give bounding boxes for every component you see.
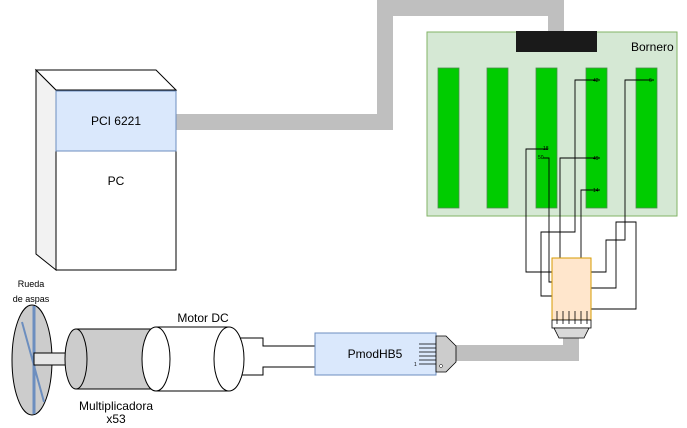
wheel-blade-diagonal bbox=[21, 321, 45, 403]
bornero-title: Bornero bbox=[631, 40, 674, 54]
pmod-plug-dot bbox=[439, 364, 443, 368]
connector-pin-header bbox=[551, 319, 592, 329]
motor-end-left bbox=[141, 326, 171, 392]
cable-pmod-to-connector bbox=[456, 334, 579, 361]
pmod-label: PmodHB5 bbox=[348, 347, 403, 361]
signal-wires bbox=[525, 79, 654, 310]
pc-label: PC bbox=[108, 174, 125, 188]
terminal-strip-1 bbox=[437, 67, 460, 209]
wire-pin-6 bbox=[591, 79, 654, 273]
gearbox-label-line2: x53 bbox=[106, 412, 126, 426]
gearbox-end-left bbox=[64, 328, 88, 390]
pin-label-14: 14 bbox=[593, 188, 599, 194]
pmodhb5: PmodHB5 1 bbox=[314, 332, 457, 376]
wheel-shaft bbox=[33, 352, 69, 366]
motor-leads bbox=[237, 337, 315, 376]
connector-plug bbox=[553, 327, 590, 339]
pin-label-50: 50 bbox=[538, 155, 544, 161]
pin-label-6: 6 bbox=[649, 78, 652, 84]
terminal-strip-5 bbox=[635, 67, 658, 209]
pmod-pin-lines bbox=[419, 343, 436, 365]
ribbon-connector bbox=[551, 257, 592, 339]
bornero-board: Bornero 42 6 18 50 49 14 bbox=[426, 31, 678, 217]
pci-card-label: PCI 6221 bbox=[91, 114, 141, 128]
wire-pin-14 bbox=[580, 189, 600, 258]
motor-label: Motor DC bbox=[177, 311, 229, 325]
pc-top-panel bbox=[34, 69, 178, 91]
pmod-pin1-label: 1 bbox=[414, 362, 417, 368]
gearbox bbox=[64, 328, 156, 390]
cable-pc-to-bornero bbox=[176, 0, 564, 130]
bornero-connector-block bbox=[516, 31, 597, 52]
gray-cables bbox=[176, 0, 579, 361]
wire-pin-49 bbox=[559, 157, 600, 258]
pin-label-42: 42 bbox=[593, 78, 599, 84]
wire-pin-42 bbox=[540, 79, 600, 297]
wheel-label-line2: de aspas bbox=[13, 294, 50, 304]
motor-lead-bottom bbox=[237, 366, 315, 376]
gearbox-label-line1: Multiplicadora bbox=[79, 399, 153, 413]
pmod-plug bbox=[435, 335, 457, 373]
wheel-label-line1: Rueda bbox=[18, 279, 45, 289]
dc-motor bbox=[141, 326, 245, 392]
wire-loop-right bbox=[591, 221, 637, 310]
motor-end-right bbox=[213, 326, 245, 392]
wire-pin-50 bbox=[543, 157, 552, 283]
pmod-board bbox=[314, 332, 437, 376]
pc-side-panel bbox=[35, 68, 57, 272]
wire-pin-18 bbox=[525, 148, 552, 273]
terminal-strip-3 bbox=[535, 67, 558, 209]
pc-tower: PCI 6221 PC bbox=[34, 68, 178, 272]
connector-body bbox=[551, 257, 592, 321]
terminal-strip-2 bbox=[486, 67, 509, 209]
terminal-strip-4 bbox=[585, 67, 608, 209]
connector-pins bbox=[556, 311, 588, 324]
motor-lead-top bbox=[237, 337, 315, 347]
pci-card bbox=[55, 90, 177, 152]
pin-label-49: 49 bbox=[593, 156, 599, 162]
